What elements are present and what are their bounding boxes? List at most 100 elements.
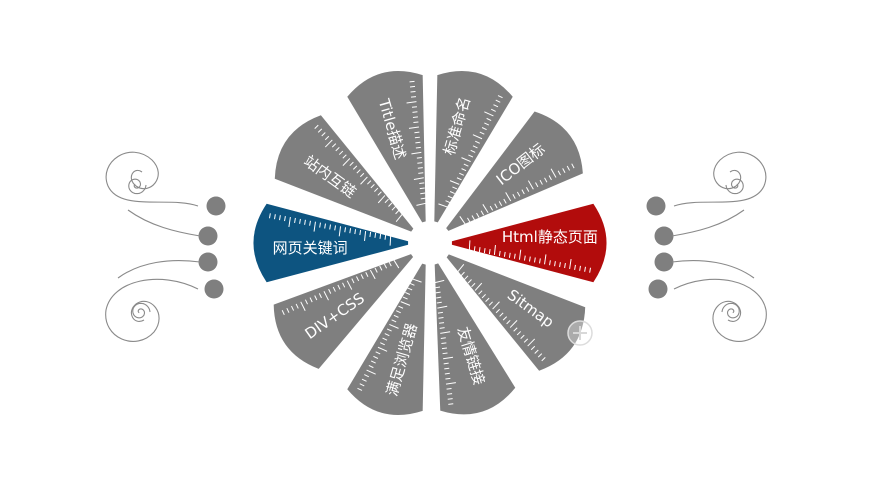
blade-shape bbox=[434, 263, 516, 415]
tick-mark bbox=[566, 165, 571, 171]
tick-mark bbox=[502, 316, 508, 321]
tick-mark bbox=[482, 204, 489, 214]
tick-mark bbox=[370, 184, 375, 189]
tick-mark bbox=[523, 338, 529, 343]
tick-mark bbox=[286, 307, 290, 313]
tick-mark bbox=[295, 303, 299, 309]
tick-mark bbox=[412, 111, 418, 113]
tick-mark bbox=[527, 180, 534, 190]
tick-mark bbox=[299, 218, 301, 224]
tick-mark bbox=[419, 182, 425, 185]
tick-mark bbox=[360, 274, 364, 280]
tick-mark bbox=[449, 180, 460, 185]
blade-shape bbox=[273, 254, 414, 369]
ornament-dot bbox=[648, 279, 668, 299]
tick-mark bbox=[484, 111, 494, 117]
blade-shape bbox=[347, 263, 426, 416]
tick-mark bbox=[300, 301, 306, 311]
tick-mark bbox=[284, 216, 286, 222]
tick-mark bbox=[379, 233, 382, 239]
tick-mark bbox=[344, 227, 347, 233]
ruler-ticks bbox=[314, 124, 403, 222]
tick-mark bbox=[534, 257, 536, 263]
tick-mark bbox=[544, 254, 547, 265]
tick-mark bbox=[356, 169, 361, 174]
tick-mark bbox=[446, 388, 452, 390]
tick-mark bbox=[521, 189, 525, 195]
ornament-dot bbox=[198, 226, 218, 246]
tick-mark bbox=[499, 312, 504, 317]
side-ornaments bbox=[105, 151, 767, 342]
tick-mark bbox=[393, 259, 400, 269]
tick-mark bbox=[520, 334, 525, 340]
fan-blade: Sitmap bbox=[446, 254, 586, 371]
tick-mark bbox=[409, 282, 415, 286]
tick-mark bbox=[488, 301, 493, 306]
tick-mark bbox=[471, 282, 476, 288]
tick-mark bbox=[413, 177, 424, 180]
tick-mark bbox=[380, 342, 385, 346]
tick-mark bbox=[476, 212, 480, 218]
tick-mark bbox=[436, 301, 442, 304]
blade-shape bbox=[434, 70, 513, 223]
tick-mark bbox=[468, 154, 474, 158]
tick-mark bbox=[395, 310, 401, 314]
tick-mark bbox=[537, 353, 543, 358]
tick-mark bbox=[317, 128, 323, 133]
tick-mark bbox=[574, 264, 576, 270]
tick-mark bbox=[334, 225, 337, 231]
tick-mark bbox=[364, 230, 367, 242]
tick-mark bbox=[434, 286, 441, 289]
tick-mark bbox=[470, 149, 476, 153]
tick-mark bbox=[442, 352, 448, 355]
ornament-dot bbox=[654, 252, 674, 272]
tick-mark bbox=[291, 305, 295, 311]
tick-mark bbox=[388, 202, 393, 207]
tick-mark bbox=[529, 256, 531, 262]
tick-mark bbox=[438, 316, 444, 319]
tick-mark bbox=[535, 182, 539, 188]
tick-mark bbox=[435, 291, 441, 294]
tick-mark bbox=[359, 230, 362, 236]
tick-mark bbox=[448, 403, 454, 405]
tick-mark bbox=[365, 272, 369, 277]
tick-mark bbox=[374, 187, 379, 192]
tick-mark bbox=[329, 224, 331, 230]
tick-mark bbox=[356, 276, 360, 282]
tick-mark bbox=[513, 253, 516, 259]
ruler-ticks bbox=[459, 163, 575, 225]
tick-mark bbox=[342, 154, 347, 159]
tick-mark bbox=[437, 311, 443, 314]
tick-mark bbox=[505, 192, 512, 202]
tick-mark bbox=[351, 278, 355, 284]
tick-mark bbox=[492, 301, 500, 310]
tick-mark bbox=[468, 240, 471, 251]
tick-mark bbox=[559, 262, 561, 268]
tick-mark bbox=[354, 229, 357, 235]
tick-mark bbox=[321, 132, 326, 137]
tick-mark bbox=[457, 264, 465, 273]
tick-mark bbox=[589, 267, 591, 273]
tick-mark bbox=[478, 290, 483, 295]
tick-mark bbox=[409, 80, 415, 83]
tick-mark bbox=[366, 369, 376, 375]
tick-mark bbox=[440, 337, 446, 339]
fan-blade: ICO图标 bbox=[446, 111, 583, 231]
tick-mark bbox=[304, 219, 306, 225]
tick-mark bbox=[375, 351, 381, 355]
tick-mark bbox=[410, 90, 416, 93]
tick-mark bbox=[411, 151, 422, 155]
tick-mark bbox=[369, 231, 372, 237]
tick-mark bbox=[557, 170, 561, 176]
tick-mark bbox=[412, 116, 418, 118]
tick-mark bbox=[445, 200, 451, 204]
tick-mark bbox=[324, 139, 333, 148]
tick-mark bbox=[346, 280, 353, 290]
tick-mark bbox=[523, 255, 526, 261]
ornament-dot bbox=[206, 196, 226, 216]
tick-mark bbox=[579, 265, 581, 271]
tick-mark bbox=[384, 198, 389, 204]
tick-mark bbox=[314, 295, 318, 301]
tick-mark bbox=[324, 223, 326, 229]
